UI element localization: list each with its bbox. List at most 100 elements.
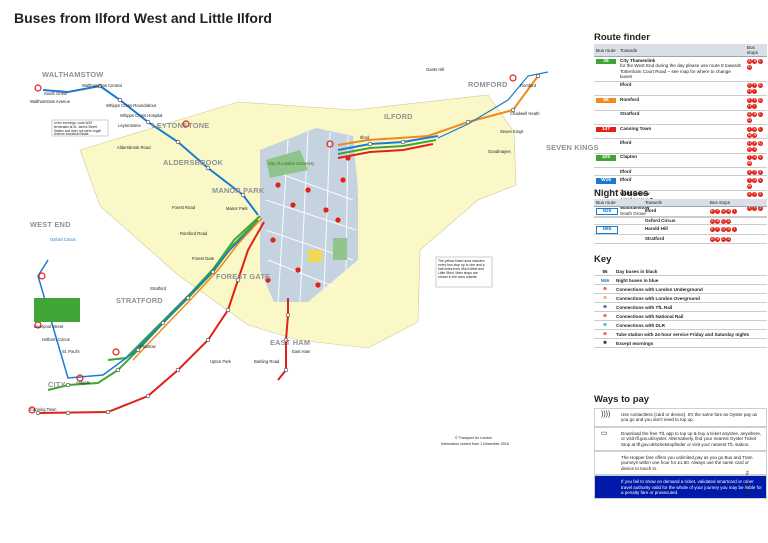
stop-letter-badge: W — [746, 184, 752, 190]
area-manor-park: MANOR PARK — [212, 186, 265, 195]
map-label: Goodmayes — [488, 149, 511, 154]
oyster-icon: ▭ — [601, 429, 608, 437]
stop-letter-badge: E — [709, 227, 715, 233]
stop-letter-badge: I — [752, 103, 758, 109]
park-patch — [333, 238, 347, 260]
stop-letter-badge: F — [752, 83, 758, 89]
stop-letter-badge: C — [757, 58, 763, 64]
route-cell — [594, 110, 618, 125]
night-buses-title: Night buses — [594, 188, 649, 199]
key-text: Connections with DLR — [616, 322, 665, 328]
route-badge: 86 — [596, 97, 616, 104]
towards-name: City Thameslink — [620, 57, 656, 63]
area-west-end: WEST END — [30, 220, 71, 229]
stop-letter-badge: G — [720, 208, 726, 214]
stop-letter-badge: V — [757, 155, 763, 161]
key-text: Connections with National Rail — [616, 313, 684, 319]
key-symbol-icon: N86 — [600, 277, 610, 283]
key-text: Connections with TfL Rail — [616, 304, 673, 310]
key-symbol-icon: ⊖ — [603, 304, 607, 309]
key-symbol-icon: ⊖ — [603, 322, 607, 327]
towards-cell: Clapton — [618, 153, 745, 169]
towards-note: for the West End during the day please u… — [620, 63, 741, 80]
map-label: Aldersbrook Road — [117, 145, 151, 150]
map-label: Leytonstone — [118, 123, 141, 128]
ways-to-pay-title: Ways to pay — [594, 394, 650, 405]
col-header: Bus route — [594, 44, 618, 57]
map-label: Gants Hill — [426, 67, 445, 72]
col-header: Towards — [618, 44, 745, 57]
payment-text: The Hopper fare offers you unlimited pay… — [621, 455, 753, 471]
night-route-badge: N86 — [596, 226, 618, 234]
area-east-ham: EAST HAM — [270, 338, 311, 347]
payment-text: Use contactless (card or device). It's t… — [621, 412, 758, 423]
stop-letter-badge: X — [746, 169, 752, 175]
map-label: Ilford — [360, 135, 370, 140]
route-w19-east — [337, 135, 439, 151]
towards-cell: Romford — [618, 95, 745, 111]
payment-info-warning: If you fail to show on demand a ticket, … — [594, 475, 767, 500]
key-symbol-icon: 86 — [602, 268, 608, 274]
payment-info-contactless: ))))Use contactless (card or device). It… — [594, 408, 767, 427]
tube-roundels — [28, 74, 517, 414]
stop-letter-badge: G — [720, 227, 726, 233]
map-label: Manor Park — [226, 206, 248, 211]
stop-markers — [35, 73, 541, 416]
ilford-west-highlight — [308, 250, 322, 262]
key-symbol-icon: ⊖ — [603, 295, 607, 300]
key-row: ⊖ Connections with TfL Rail — [594, 303, 767, 312]
stop-letter-badge: M — [746, 132, 752, 138]
copyright: © Transport for London — [455, 436, 493, 440]
stop-letter-badge: X — [746, 192, 752, 198]
stop-letter-badge: H — [726, 227, 732, 233]
towards-name: Ilford — [620, 168, 632, 174]
w19-note-box — [51, 119, 109, 137]
stop-letter-badge: Y — [752, 169, 758, 175]
towards-name: Stratford — [644, 236, 665, 241]
payment-text: Download the free TfL app to top up & bu… — [621, 430, 762, 447]
night-route-badge: N25 — [596, 207, 618, 216]
route-cell — [594, 167, 618, 177]
key-row: ⊖Connections with National Rail — [594, 312, 767, 321]
key-text: Except mornings — [616, 340, 654, 346]
route-finder-title: Route finder — [594, 32, 650, 43]
key-row: ⊖Connections with London Overground — [594, 294, 767, 303]
map-label: Holborn Circus — [42, 337, 70, 342]
stop-letter-badge: D — [746, 64, 752, 70]
route-cell: 425 — [594, 153, 618, 169]
area-seven-kings: SEVEN KINGS — [546, 143, 599, 152]
towards-name: Walthamstow — [620, 191, 650, 197]
route-25-east — [337, 139, 437, 155]
map-label: Stratford — [150, 286, 167, 291]
col-header: Bus stops — [744, 44, 767, 57]
area-stratford: STRATFORD — [116, 296, 163, 305]
stop-letter-badge: T — [746, 155, 752, 161]
route-86-line — [132, 217, 263, 361]
route-cell — [594, 138, 618, 154]
stop-letter-badge: B — [752, 112, 758, 118]
stop-letter-badge: F — [715, 227, 721, 233]
stop-letter-badge: C — [757, 112, 763, 118]
route-425-line — [107, 215, 261, 361]
towards-cell: Ilford — [618, 81, 745, 97]
stop-letter-badges — [265, 155, 351, 288]
stop-letter-badge: A — [746, 112, 752, 118]
stop-letter-badge: U — [752, 178, 758, 184]
key-row: ⊖Connections with London Underground — [594, 285, 767, 294]
towards-name: Canning Town — [620, 125, 652, 131]
key-title: Key — [594, 254, 612, 265]
map-label: Chadwell Heath — [510, 111, 540, 116]
